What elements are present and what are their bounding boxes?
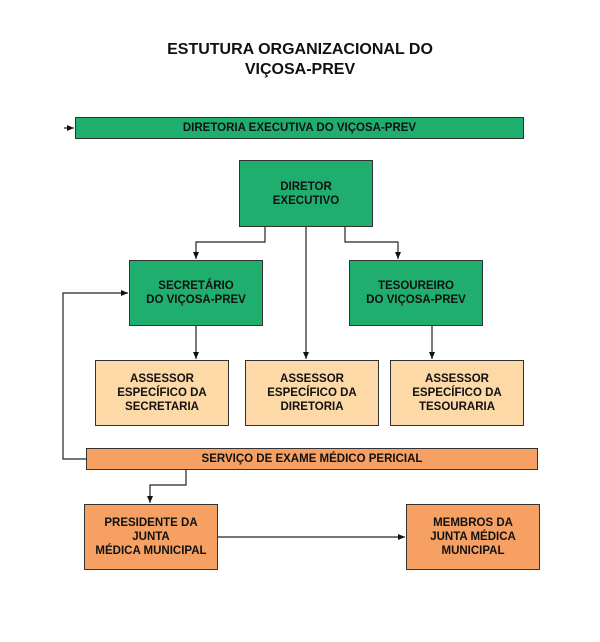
- servico-to-presidente-connector: [147, 470, 187, 503]
- assessor-secretaria-line-3: SECRETARIA: [125, 401, 199, 413]
- assessor-tesouraria-box: ASSESSOR ESPECÍFICO DA TESOURARIA: [390, 360, 524, 426]
- assessor-secretaria-box: ASSESSOR ESPECÍFICO DA SECRETARIA: [95, 360, 229, 426]
- tesoureiro-box: TESOUREIRO DO VIÇOSA-PREV: [349, 260, 483, 326]
- presidente-line-3: MÉDICA MUNICIPAL: [95, 545, 207, 557]
- secretario-box: SECRETÁRIO DO VIÇOSA-PREV: [129, 260, 263, 326]
- diagram-title: ESTUTURA ORGANIZACIONAL DO VIÇOSA-PREV: [0, 40, 600, 80]
- diretor-to-tesoureiro-connector: [344, 227, 401, 259]
- assessor-secretaria-line-1: ASSESSOR: [130, 373, 194, 385]
- presidente-line-1: PRESIDENTE DA: [104, 517, 198, 529]
- diretor-executivo-box: DIRETOR EXECUTIVO: [239, 160, 373, 227]
- assessor-tesouraria-line-2: ESPECÍFICO DA: [412, 387, 502, 399]
- membros-line-3: MUNICIPAL: [441, 545, 505, 557]
- secretario-line-2: DO VIÇOSA-PREV: [146, 294, 246, 306]
- assessor-diretoria-line-1: ASSESSOR: [280, 373, 344, 385]
- membros-line-2: JUNTA MÉDICA: [430, 531, 516, 543]
- diretor-to-secretario-connector: [193, 227, 266, 259]
- membros-line-1: MEMBROS DA: [433, 517, 513, 529]
- servico-label: SERVIÇO DE EXAME MÉDICO PERICIAL: [201, 453, 423, 465]
- assessor-secretaria-line-2: ESPECÍFICO DA: [117, 387, 207, 399]
- presidente-junta-box: PRESIDENTE DA JUNTA MÉDICA MUNICIPAL: [84, 504, 218, 570]
- assessor-diretoria-box: ASSESSOR ESPECÍFICO DA DIRETORIA: [245, 360, 379, 426]
- title-line-1: ESTUTURA ORGANIZACIONAL DO: [167, 41, 433, 58]
- servico-to-secretario-connector: [62, 290, 128, 460]
- presidente-line-2: JUNTA: [132, 531, 170, 543]
- diretoria-label: DIRETORIA EXECUTIVA DO VIÇOSA-PREV: [182, 122, 417, 134]
- diretor-line-2: EXECUTIVO: [272, 194, 340, 207]
- membros-junta-box: MEMBROS DA JUNTA MÉDICA MUNICIPAL: [406, 504, 540, 570]
- assessor-tesouraria-line-3: TESOURARIA: [418, 401, 496, 413]
- assessor-diretoria-line-3: DIRETORIA: [280, 401, 344, 413]
- servico-exame-bar: SERVIÇO DE EXAME MÉDICO PERICIAL: [86, 448, 538, 470]
- title-line-2: VIÇOSA-PREV: [244, 61, 356, 78]
- tesoureiro-line-1: TESOUREIRO: [377, 280, 455, 292]
- assessor-diretoria-line-2: ESPECÍFICO DA: [267, 387, 357, 399]
- assessor-tesouraria-line-1: ASSESSOR: [425, 373, 489, 385]
- tesoureiro-line-2: DO VIÇOSA-PREV: [366, 294, 466, 306]
- diretoria-executiva-bar: DIRETORIA EXECUTIVA DO VIÇOSA-PREV: [75, 117, 524, 139]
- secretario-line-1: SECRETÁRIO: [158, 280, 234, 292]
- diretor-line-1: DIRETOR: [280, 180, 332, 193]
